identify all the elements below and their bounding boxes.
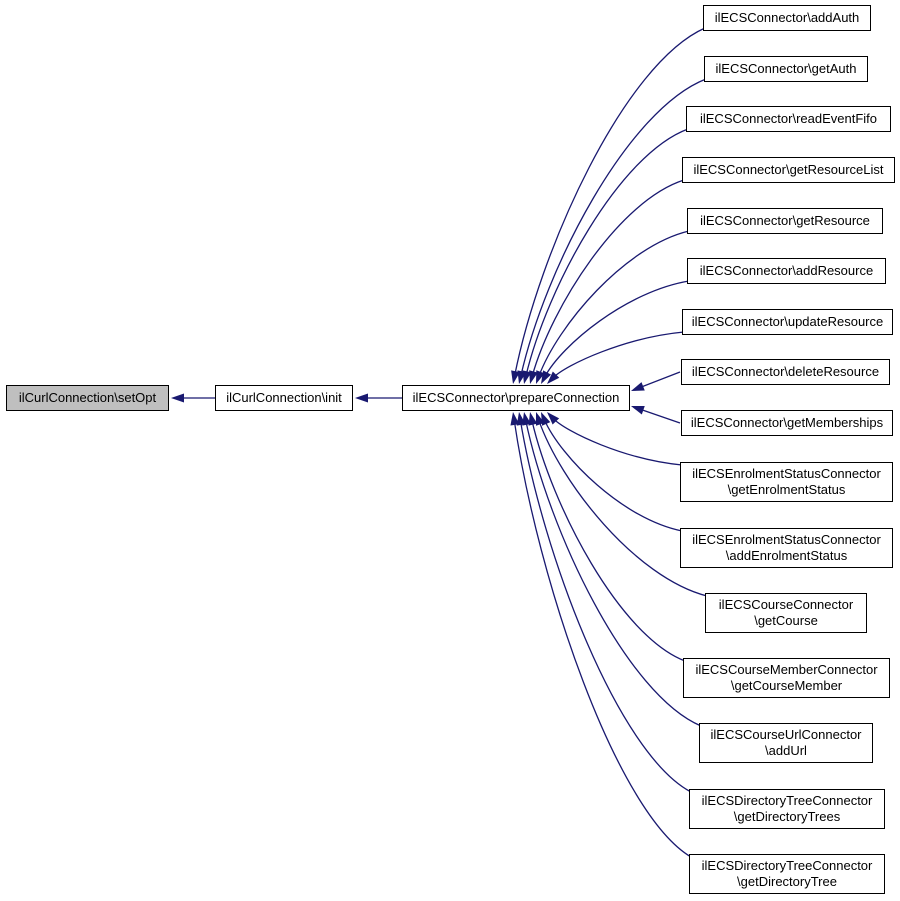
edge-getCourseMember-to-prepareConnection-arrowhead: [528, 412, 538, 426]
node-label: ilCurlConnection\setOpt: [18, 390, 157, 405]
node-label: ilECSCourseUrlConnector: [710, 727, 862, 742]
edge-readEventFifo-to-prepareConnection: [525, 128, 689, 377]
edge-getResource-to-prepareConnection-arrowhead: [536, 370, 545, 384]
node-label: ilECSConnector\getAuth: [715, 61, 857, 76]
edge-prepareConnection-to-init-arrowhead: [355, 393, 368, 403]
node-label: ilECSCourseConnector: [718, 597, 854, 612]
node-label: ilECSDirectoryTreeConnector: [701, 858, 873, 873]
node-addEnrolmentStatus[interactable]: ilECSEnrolmentStatusConnector\addEnrolme…: [680, 528, 893, 568]
edge-deleteResource-to-prepareConnection: [639, 371, 681, 389]
node-label: \getDirectoryTree: [737, 874, 837, 889]
edge-getDirectoryTrees-to-prepareConnection-arrowhead: [516, 412, 526, 426]
node-label: ilECSConnector\prepareConnection: [412, 390, 620, 405]
node-label: \addUrl: [765, 743, 807, 758]
node-getAuth[interactable]: ilECSConnector\getAuth: [704, 56, 868, 82]
node-label: ilECSConnector\getMemberships: [690, 415, 884, 430]
node-getCourse[interactable]: ilECSCourseConnector\getCourse: [705, 593, 867, 633]
node-getMemberships[interactable]: ilECSConnector\getMemberships: [681, 410, 893, 436]
node-label: ilECSConnector\getResource: [700, 213, 870, 228]
node-label: \getEnrolmentStatus: [727, 482, 846, 497]
node-label: ilECSConnector\deleteResource: [691, 364, 880, 379]
node-deleteResource[interactable]: ilECSConnector\deleteResource: [681, 359, 890, 385]
edge-addResource-to-prepareConnection: [544, 280, 690, 378]
edge-getMemberships-to-prepareConnection-arrowhead: [631, 406, 645, 415]
node-label: ilCurlConnection\init: [226, 390, 342, 405]
edge-init-to-setOpt-arrowhead: [171, 393, 184, 403]
edge-getEnrolmentStatus-to-prepareConnection-arrowhead: [547, 412, 560, 425]
edge-getDirectoryTree-to-prepareConnection: [513, 419, 692, 858]
node-label: ilECSConnector\getResourceList: [693, 162, 884, 177]
node-getEnrolmentStatus[interactable]: ilECSEnrolmentStatusConnector\getEnrolme…: [680, 462, 893, 502]
edge-updateResource-to-prepareConnection: [552, 331, 685, 379]
edge-addUrl-to-prepareConnection: [524, 419, 702, 727]
node-label: ilECSConnector\addResource: [699, 263, 874, 278]
edge-getCourse-to-prepareConnection-arrowhead: [535, 412, 545, 426]
node-label: \getCourseMember: [730, 678, 843, 693]
edge-getResourceList-to-prepareConnection-arrowhead: [529, 370, 538, 384]
edge-getDirectoryTree-to-prepareConnection-arrowhead: [510, 412, 520, 426]
node-getResource[interactable]: ilECSConnector\getResource: [687, 208, 883, 234]
node-label: ilECSCourseMemberConnector: [695, 662, 878, 677]
edge-addResource-to-prepareConnection-arrowhead: [541, 370, 552, 384]
edge-updateResource-to-prepareConnection-arrowhead: [547, 371, 560, 384]
edge-addEnrolmentStatus-to-prepareConnection: [543, 419, 683, 532]
edge-getMemberships-to-prepareConnection: [639, 408, 681, 424]
node-label: \addEnrolmentStatus: [725, 548, 848, 563]
node-getDirectoryTree[interactable]: ilECSDirectoryTreeConnector\getDirectory…: [689, 854, 885, 894]
edge-getResource-to-prepareConnection: [538, 230, 690, 377]
node-readEventFifo[interactable]: ilECSConnector\readEventFifo: [686, 106, 891, 132]
edge-getResourceList-to-prepareConnection: [531, 179, 685, 377]
node-label: ilECSDirectoryTreeConnector: [701, 793, 873, 808]
node-getCourseMember[interactable]: ilECSCourseMemberConnector\getCourseMemb…: [683, 658, 890, 698]
node-label: ilECSConnector\addAuth: [714, 10, 860, 25]
node-addAuth[interactable]: ilECSConnector\addAuth: [703, 5, 871, 31]
node-label: ilECSEnrolmentStatusConnector: [692, 532, 881, 547]
node-updateResource[interactable]: ilECSConnector\updateResource: [682, 309, 893, 335]
edge-getEnrolmentStatus-to-prepareConnection: [552, 417, 683, 466]
edge-readEventFifo-to-prepareConnection-arrowhead: [522, 370, 532, 384]
node-getResourceList[interactable]: ilECSConnector\getResourceList: [682, 157, 895, 183]
edge-addAuth-to-prepareConnection-arrowhead: [511, 370, 520, 384]
node-setOpt: ilCurlConnection\setOpt: [6, 385, 169, 411]
node-prepareConnection[interactable]: ilECSConnector\prepareConnection: [402, 385, 630, 411]
node-label: \getDirectoryTrees: [733, 809, 841, 824]
node-init[interactable]: ilCurlConnection\init: [215, 385, 353, 411]
node-label: ilECSConnector\readEventFifo: [699, 111, 878, 126]
node-label: \getCourse: [754, 613, 818, 628]
edge-deleteResource-to-prepareConnection-arrowhead: [631, 382, 645, 391]
node-label: ilECSEnrolmentStatusConnector: [692, 466, 881, 481]
edge-getCourse-to-prepareConnection: [537, 419, 708, 597]
node-addUrl[interactable]: ilECSCourseUrlConnector\addUrl: [699, 723, 873, 763]
edge-getAuth-to-prepareConnection: [520, 78, 707, 377]
edge-getDirectoryTrees-to-prepareConnection: [519, 419, 692, 793]
node-label: ilECSConnector\updateResource: [691, 314, 884, 329]
edge-getCourseMember-to-prepareConnection: [531, 419, 686, 662]
node-addResource[interactable]: ilECSConnector\addResource: [687, 258, 886, 284]
node-getDirectoryTrees[interactable]: ilECSDirectoryTreeConnector\getDirectory…: [689, 789, 885, 829]
edge-addAuth-to-prepareConnection: [513, 27, 706, 377]
